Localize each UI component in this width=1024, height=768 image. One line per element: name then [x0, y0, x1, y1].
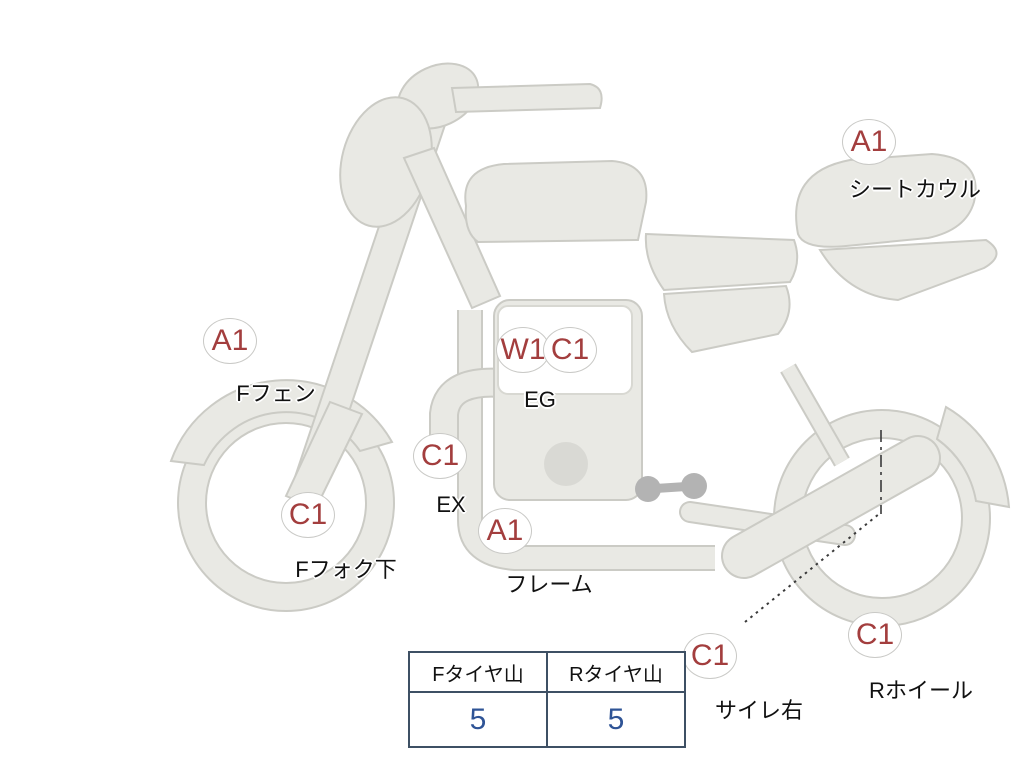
tire-table-value-rear: 5: [546, 691, 686, 748]
frame-lower-tube: [459, 310, 715, 569]
fuel-tank: [464, 159, 648, 244]
part-label-f-fork-lower: Fフォク下: [295, 557, 397, 582]
tire-table-value-front: 5: [408, 691, 548, 748]
tire-table-header-rear: Rタイヤ山: [546, 651, 686, 693]
condition-code-engine-1: W1: [496, 327, 550, 373]
condition-code-r-wheel: C1: [848, 612, 902, 658]
footpeg-right: [681, 473, 707, 499]
part-label-exhaust: EX: [436, 492, 466, 517]
handlebar: [450, 82, 603, 114]
part-label-r-wheel: Rホイール: [869, 678, 973, 703]
tail-section: [818, 238, 998, 302]
seat: [644, 232, 799, 292]
engine-cover-circle: [544, 442, 588, 486]
condition-code-silencer-right: C1: [683, 633, 737, 679]
rear-shock: [781, 364, 849, 466]
silencer: [723, 437, 939, 577]
condition-code-exhaust: C1: [413, 433, 467, 479]
tire-table-header-front: Fタイヤ山: [408, 651, 548, 693]
part-label-silencer-right: サイレ右: [714, 698, 804, 723]
part-label-engine: EG: [524, 387, 556, 412]
condition-code-seat-cowl: A1: [842, 119, 896, 165]
condition-code-engine-2: C1: [543, 327, 597, 373]
rear-fender: [935, 405, 1011, 509]
condition-code-frame: A1: [478, 508, 532, 554]
side-cover: [662, 284, 791, 354]
part-label-f-fender: Fフェン: [236, 381, 316, 406]
footpeg-left: [635, 476, 661, 502]
seat-cowl: [795, 152, 977, 248]
frame-neck: [402, 146, 502, 310]
tire-tread-table: Fタイヤ山 Rタイヤ山 5 5: [408, 651, 686, 748]
condition-code-f-fender: A1: [203, 318, 257, 364]
silencer-dotted-leader: [744, 513, 880, 623]
condition-code-f-fork-lower: C1: [281, 492, 335, 538]
part-label-frame: フレーム: [505, 572, 593, 597]
part-label-seat-cowl: シートカウル: [848, 177, 982, 202]
